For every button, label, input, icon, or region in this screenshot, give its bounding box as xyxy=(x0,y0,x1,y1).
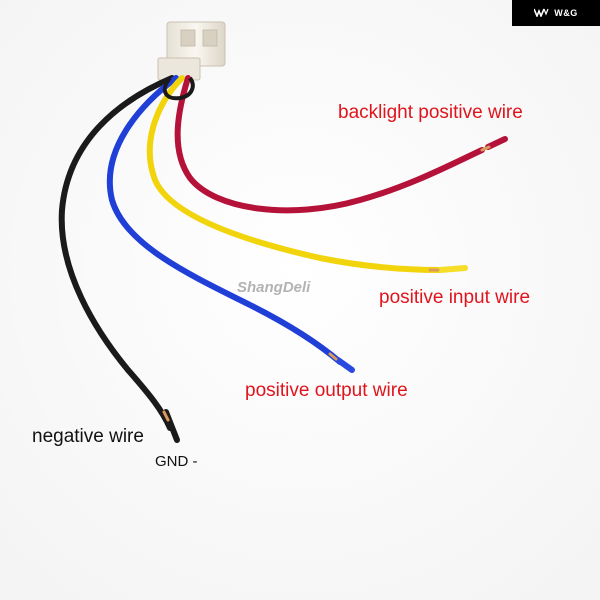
blue-wire xyxy=(106,75,343,365)
brand-text: W&G xyxy=(554,8,578,18)
yellow-wire xyxy=(146,75,443,273)
watermark-text: ShangDeli xyxy=(237,279,311,296)
positive-output-wire-label: positive output wire xyxy=(245,380,408,401)
positive-input-wire-label: positive input wire xyxy=(379,287,531,308)
gnd-label: GND - xyxy=(155,453,198,470)
brand-logo-icon xyxy=(533,4,550,22)
brand-badge: W&G xyxy=(512,0,600,26)
red-wire xyxy=(174,75,485,214)
backlight-positive-wire-label: backlight positive wire xyxy=(338,102,523,123)
connector-housing xyxy=(157,21,226,81)
negative-wire-label: negative wire xyxy=(32,426,144,447)
black-wire xyxy=(58,75,175,431)
